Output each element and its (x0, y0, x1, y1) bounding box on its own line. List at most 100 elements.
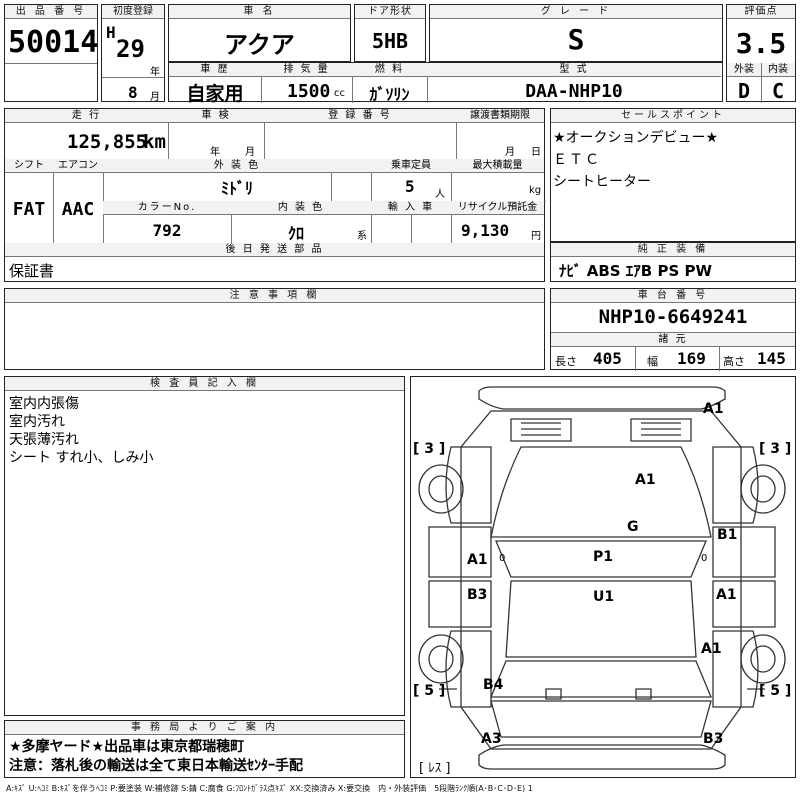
inspector-line: 天張薄汚れ (9, 432, 79, 448)
later-parts-label: 後 日 発 送 部 品 (5, 243, 544, 257)
aircon-label: エアコン (53, 159, 103, 173)
sales-line: シートヒーター (553, 174, 651, 190)
mark-hood: A1 (635, 472, 656, 488)
chassis-box: 車 台 番 号 NHP10-6649241 諸 元 長さ 405 幅 169 高… (550, 288, 796, 371)
load-unit: kg (529, 185, 542, 196)
int-color-unit: 系 (357, 231, 367, 242)
history-label: 車 歴 (169, 63, 261, 77)
inspector-label: 検 査 員 記 入 欄 (5, 377, 404, 391)
mark-left-front-door-zero: 0 (499, 553, 506, 564)
sales-line: ＥＴＣ (553, 152, 601, 168)
shift: FAT (12, 199, 46, 220)
reg-month: 8 (128, 83, 138, 102)
later-parts: 保証書 (9, 262, 55, 280)
chassis-number: NHP10-6649241 (598, 306, 748, 328)
width: 169 (677, 349, 706, 368)
mark-left-quarter: B4 (483, 677, 504, 693)
mileage-unit: km (143, 131, 166, 153)
grade-box: グ レ ー ド S (429, 4, 723, 62)
inspector-line: シート すれ小、しみ小 (9, 450, 154, 466)
mark-rear-bumper-left: A3 (481, 731, 502, 747)
height: 145 (757, 349, 786, 368)
recycle-label: リサイクル預託金 (451, 201, 544, 215)
int-color: ｸﾛ (287, 224, 304, 243)
mark-windshield: G (627, 519, 639, 535)
inspector-line: 室内内張傷 (9, 396, 79, 412)
car-name-box: 車 名 アクア (168, 4, 351, 62)
import-label: 輸 入 車 (371, 201, 451, 215)
width-label: 幅 (647, 355, 658, 368)
mileage-label: 走 行 (5, 109, 168, 123)
car-name: アクア (224, 31, 295, 59)
lot-label: 出 品 番 号 (5, 5, 97, 19)
transfer-day-unit: 日 (531, 147, 541, 158)
mark-roof-front: P1 (593, 549, 614, 565)
exterior-grade: D (737, 79, 751, 103)
inspector-line: 室内汚れ (9, 414, 65, 430)
car-outline (418, 386, 786, 770)
dims-label: 諸 元 (551, 332, 795, 347)
transfer-label: 譲渡書類期限 (456, 109, 544, 123)
damage-diagram: A1 A1 G A1 0 B3 B1 A1 0 A1 B4 A3 B3 P1 U… (410, 376, 796, 778)
mark-front-bumper: A1 (703, 401, 724, 417)
notes-box: 注 意 事 項 欄 (4, 288, 545, 370)
first-reg-label: 初度登録 (102, 5, 164, 19)
recycle-unit: 円 (531, 231, 541, 242)
genuine-label: 純 正 装 備 (551, 243, 795, 257)
sales-line: ★オークションデビュー★ (553, 130, 719, 146)
lot-number: 50014 (8, 25, 99, 60)
load-label: 最大積載量 (451, 159, 544, 173)
sales-points: セールスポイント ★オークションデビュー★ ＥＴＣ シートヒーター (550, 108, 796, 242)
ext-color-label: 外 装 色 (103, 159, 371, 173)
tire-rear-left: [ 5 ] (413, 683, 446, 699)
door-box: ドア形状 5HB (354, 4, 426, 62)
capacity: 5 (405, 177, 415, 196)
color-no: 792 (152, 221, 182, 240)
tire-front-left: [ 3 ] (413, 441, 446, 457)
color-no-label: カラーNo. (103, 201, 231, 215)
length: 405 (593, 349, 622, 368)
year-unit: 年 (150, 67, 160, 78)
model: DAA-NHP10 (525, 81, 623, 102)
office-line: ★多摩ヤード★出品車は東京都瑞穂町 (9, 739, 245, 755)
score-box: 評価点 3.5 外装 内装 D C (726, 4, 796, 103)
door-label: ドア形状 (355, 5, 425, 19)
mark-right-front-door: A1 (716, 587, 737, 603)
tire-front-right: [ 3 ] (759, 441, 792, 457)
genuine-equipment: 純 正 装 備 ﾅﾋﾞ ABS ｴｱB PS PW (550, 242, 796, 282)
length-label: 長さ (555, 355, 577, 368)
mark-rear-bumper-right: B3 (703, 731, 724, 747)
ext-color: ﾐﾄﾞﾘ (220, 179, 253, 198)
office-label: 事 務 局 よ り ご 案 内 (5, 721, 404, 735)
inspector-box: 検 査 員 記 入 欄 室内内張傷 室内汚れ 天張薄汚れ シート すれ小、しみ小 (4, 376, 405, 716)
displacement-label: 排 気 量 (261, 63, 352, 77)
notes-label: 注 意 事 項 欄 (5, 289, 544, 303)
tire-rear-right: [ 5 ] (759, 683, 792, 699)
era: H (106, 23, 116, 42)
first-reg-box: 初度登録 H 29 年 8 月 (101, 4, 165, 103)
sales-label: セールスポイント (551, 109, 795, 123)
mark-left-front-door: A1 (467, 552, 488, 568)
mark-right-front-door-zero: 0 (701, 553, 708, 564)
interior-grade: C (771, 79, 785, 103)
grade-label: グ レ ー ド (430, 5, 722, 19)
height-label: 高さ (723, 355, 745, 368)
office-line: 注意：落札後の輸送は全て東日本輸送ｾﾝﾀｰ手配 (9, 758, 303, 774)
spec-block: 走 行 125,855 km 車 検 年 月 登 録 番 号 譲渡書類期限 月 … (4, 108, 546, 282)
inspection-month-unit: 月 (245, 147, 255, 158)
displacement: 1500 (287, 81, 331, 102)
history: 自家用 (186, 83, 244, 105)
spare-tire: [ ﾚｽ ] (419, 761, 451, 776)
capacity-unit: 人 (435, 189, 445, 200)
reg-year: 29 (116, 35, 145, 63)
grade: S (567, 23, 585, 56)
score: 3.5 (735, 27, 787, 60)
genuine-value: ﾅﾋﾞ ABS ｴｱB PS PW (559, 262, 713, 280)
car-name-label: 車 名 (169, 5, 350, 19)
shift-label: シフト (5, 159, 53, 173)
capacity-label: 乗車定員 (371, 159, 451, 173)
transfer-month-unit: 月 (505, 147, 515, 158)
chassis-label: 車 台 番 号 (551, 289, 795, 303)
history-row: 車 歴 自家用 排 気 量 1500 cc 燃 料 ｶﾞｿﾘﾝ 型 式 DAA-… (168, 62, 723, 105)
door-type: 5HB (371, 29, 409, 53)
